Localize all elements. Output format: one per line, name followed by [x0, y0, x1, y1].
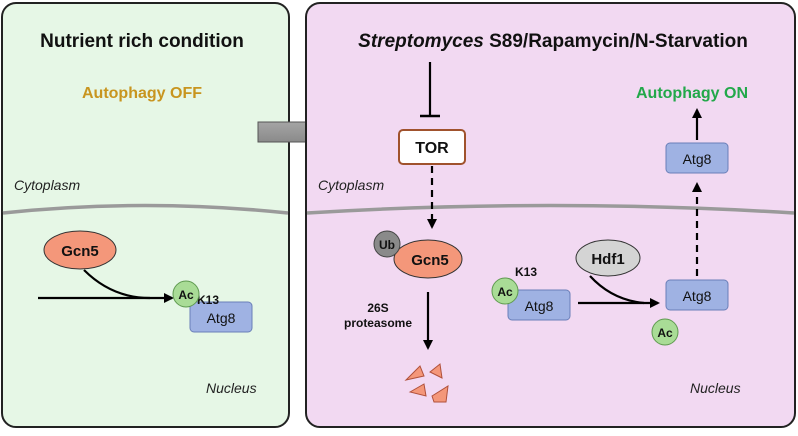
gcn5-enzyme [43, 230, 117, 270]
atg8-label: Atg8 [207, 310, 236, 326]
acetyl-group [172, 280, 200, 308]
right-nucleus-label: Nucleus [690, 380, 741, 396]
deacetylation-curve [589, 275, 645, 305]
k13-right-label: K13 [515, 265, 537, 279]
atg8-acetylated-label: Atg8 [525, 298, 554, 314]
autophagy-on-status: Autophagy ON [636, 85, 748, 102]
released-acetyl-group [651, 318, 679, 346]
ac-bound-label: Ac [497, 285, 513, 299]
fragment-4 [431, 385, 449, 403]
autophagy-off-status: Autophagy OFF [82, 85, 202, 102]
right-cytoplasm-label: Cytoplasm [318, 177, 384, 193]
left-cytoplasm-label: Cytoplasm [14, 177, 80, 193]
ub-label: Ub [379, 238, 395, 252]
left-nucleus-label: Nucleus [206, 380, 257, 396]
fragment-3 [429, 363, 443, 379]
ac-free-label: Ac [657, 326, 673, 340]
hdf1-label: Hdf1 [591, 251, 624, 268]
atg8-deacetylated-label: Atg8 [683, 288, 712, 304]
left-panel-background [1, 2, 290, 428]
atg8-protein [189, 301, 253, 333]
ac-label: Ac [178, 288, 194, 302]
right-panel-background [305, 2, 796, 428]
degraded-fragments [404, 363, 449, 403]
atg8-deacetylated [665, 279, 729, 311]
hdf1-enzyme [575, 239, 641, 277]
acetylation-curve [83, 269, 151, 300]
right-nuclear-membrane [306, 203, 795, 215]
proteasome-label-line2: proteasome [344, 316, 412, 330]
left-panel-title: Nutrient rich condition [40, 31, 244, 52]
gcn5-enzyme-ubiquitinated [393, 239, 463, 279]
ubiquitin-tag [373, 230, 401, 258]
atg8-acetylated [507, 289, 571, 321]
tor-label: TOR [415, 140, 449, 157]
k13-label: K13 [197, 293, 219, 307]
right-panel-title: Streptomyces S89/Rapamycin/N-Starvation [358, 31, 748, 52]
atg8-cytoplasmic-label: Atg8 [683, 151, 712, 167]
gcn5-label: Gcn5 [61, 243, 99, 260]
acetyl-group-bound [491, 277, 519, 305]
gcn5-right-label: Gcn5 [411, 252, 449, 269]
fragment-2 [408, 383, 427, 397]
atg8-cytoplasmic [665, 142, 729, 174]
right-panel: Streptomyces S89/Rapamycin/N-Starvation … [305, 2, 796, 428]
proteasome-label-line1: 26S [367, 301, 388, 315]
left-panel: Nutrient rich condition Autophagy OFF Cy… [1, 2, 290, 428]
fragment-1 [404, 365, 425, 381]
left-nuclear-membrane [2, 203, 289, 215]
tor-box [398, 129, 466, 165]
